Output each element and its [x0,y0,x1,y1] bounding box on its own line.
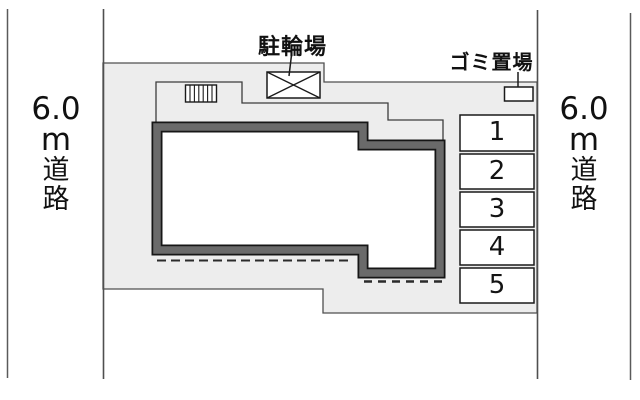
building-wall [153,123,444,277]
garbage-area-icon [503,86,534,102]
parking-box-3 [459,191,535,228]
parking-box-5 [459,267,535,304]
road-right-unit: m [568,122,600,158]
parking-space-number-1: 1 [488,117,506,147]
road-right-kanji1: 道 [570,155,598,186]
road-right-width: 6.0 [559,91,609,127]
road-left-unit: m [40,122,72,158]
road-left-label: 6.0 m 道 路 [16,91,96,215]
road-left-kanji2: 路 [42,184,70,215]
parking-space-boxes [459,114,535,304]
bicycle-parking-icon [266,71,321,99]
walkway-boundary [155,81,444,141]
road-left-width: 6.0 [31,91,81,127]
parking-box-2 [459,153,535,190]
entrance-steps-icon [184,84,218,103]
parking-space-number-5: 5 [488,270,506,300]
parking-box-4 [459,229,535,266]
bicycle-parking-label: 駐輪場 [257,35,327,60]
road-left-kanji1: 道 [42,155,70,186]
parking-space-number-2: 2 [488,156,506,186]
parking-space-number-3: 3 [488,194,506,224]
bicycle-parking-leader-line [288,54,293,77]
road-right-label: 6.0 m 道 路 [544,91,624,215]
garbage-area-label: ゴミ置場 [449,50,534,74]
road-right-kanji2: 路 [570,184,598,215]
parking-space-number-4: 4 [488,232,506,262]
parking-box-1 [459,114,535,152]
